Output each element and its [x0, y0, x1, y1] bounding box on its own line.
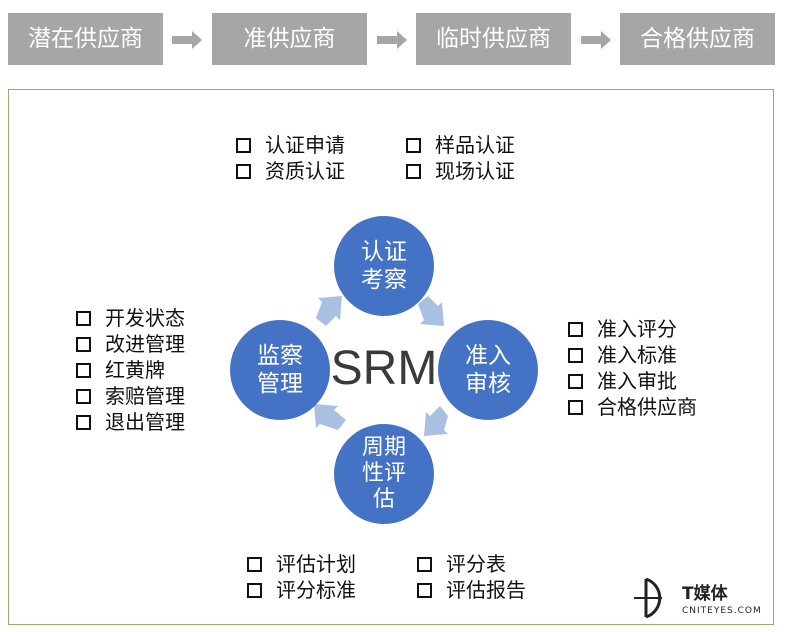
- stage-potential-supplier: 潜在供应商: [8, 13, 163, 65]
- list-item: 准入审批: [568, 368, 697, 394]
- checkbox-icon: [406, 163, 421, 179]
- brand-domain: CNITEYES.COM: [682, 606, 762, 616]
- stage-qualified-supplier: 合格供应商: [620, 13, 775, 65]
- checkbox-icon: [568, 321, 583, 337]
- node-certification-inspection: 认证 考察: [334, 216, 434, 316]
- flow-arrow-icon: [172, 31, 202, 49]
- node-admission-review: 准入 审核: [438, 320, 538, 420]
- node-label: 监察 管理: [257, 343, 303, 397]
- list-item: 评估报告: [417, 577, 526, 603]
- checkbox-icon: [568, 399, 583, 415]
- list-item: 样品认证: [406, 132, 515, 158]
- checkbox-icon: [76, 414, 91, 430]
- checkbox-icon: [236, 137, 251, 153]
- node-label: 认证 考察: [361, 239, 407, 293]
- cycle-arrow-icon: [314, 404, 346, 430]
- node-periodic-evaluation: 周期 性评 估: [334, 424, 434, 524]
- bottom-list-right: 评分表 评估报告: [417, 551, 526, 603]
- list-item: 准入标准: [568, 342, 697, 368]
- checkbox-icon: [247, 582, 262, 598]
- list-item: 评分表: [417, 551, 526, 577]
- top-list-right: 样品认证 现场认证: [406, 132, 515, 184]
- checkbox-icon: [236, 163, 251, 179]
- checkbox-icon: [406, 137, 421, 153]
- srm-frame: [8, 89, 774, 625]
- bottom-list-left: 评估计划 评分标准: [247, 551, 356, 603]
- left-list: 开发状态 改进管理 红黄牌 索赔管理 退出管理: [76, 305, 185, 435]
- checkbox-icon: [76, 362, 91, 378]
- checkbox-icon: [417, 556, 432, 572]
- checkbox-icon: [76, 388, 91, 404]
- list-item: 退出管理: [76, 409, 185, 435]
- flow-arrow-icon: [581, 31, 611, 49]
- checkbox-icon: [76, 310, 91, 326]
- stage-temporary-supplier: 临时供应商: [416, 13, 571, 65]
- cycle-arrow-icon: [424, 406, 448, 436]
- cycle-arrow-icon: [418, 296, 444, 326]
- node-supervision-management: 监察 管理: [230, 320, 330, 420]
- checkbox-icon: [568, 347, 583, 363]
- top-list-left: 认证申请 资质认证: [236, 132, 345, 184]
- brand-name: T媒体: [682, 584, 728, 604]
- list-item: 准入评分: [568, 316, 697, 342]
- list-item: 评估计划: [247, 551, 356, 577]
- list-item: 资质认证: [236, 158, 345, 184]
- checkbox-icon: [568, 373, 583, 389]
- stage-quasi-supplier: 准供应商: [212, 13, 367, 65]
- list-item: 认证申请: [236, 132, 345, 158]
- brand-logo-icon: [634, 577, 662, 619]
- cycle-arrow-icon: [316, 296, 342, 326]
- checkbox-icon: [417, 582, 432, 598]
- list-item: 开发状态: [76, 305, 185, 331]
- node-label: 周期 性评 估: [361, 435, 406, 512]
- node-label: 准入 审核: [465, 343, 511, 397]
- list-item: 红黄牌: [76, 357, 185, 383]
- checkbox-icon: [247, 556, 262, 572]
- list-item: 合格供应商: [568, 394, 697, 420]
- list-item: 评分标准: [247, 577, 356, 603]
- checkbox-icon: [76, 336, 91, 352]
- flow-arrow-icon: [377, 31, 407, 49]
- right-list: 准入评分 准入标准 准入审批 合格供应商: [568, 316, 697, 420]
- center-label: SRM: [330, 342, 438, 395]
- list-item: 改进管理: [76, 331, 185, 357]
- list-item: 索赔管理: [76, 383, 185, 409]
- list-item: 现场认证: [406, 158, 515, 184]
